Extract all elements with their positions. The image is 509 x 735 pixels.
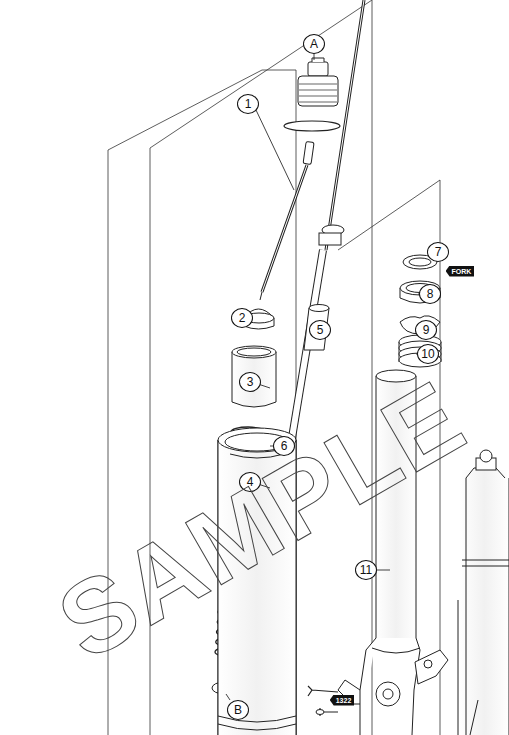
callout-number: 5 [309, 320, 331, 340]
callout-number: 8 [419, 284, 441, 304]
damper-assembly [290, 0, 364, 450]
sealant-tag: 1322 [330, 695, 355, 706]
callout-letter: A [303, 34, 325, 54]
callout-letter: B [227, 700, 249, 720]
fork-cap [284, 58, 340, 131]
assembled-fork [458, 450, 509, 735]
callout-number: 11 [355, 560, 377, 580]
lubricant-tag: FORK [446, 266, 475, 277]
callout-number: 9 [415, 320, 437, 340]
spacer [232, 346, 276, 407]
callout-number: 3 [239, 372, 261, 392]
callout-number: 1 [237, 94, 259, 114]
damper-rod [260, 142, 314, 300]
callout-number: 2 [231, 308, 253, 328]
seal-parts [399, 255, 441, 367]
callout-number: 7 [427, 242, 449, 262]
